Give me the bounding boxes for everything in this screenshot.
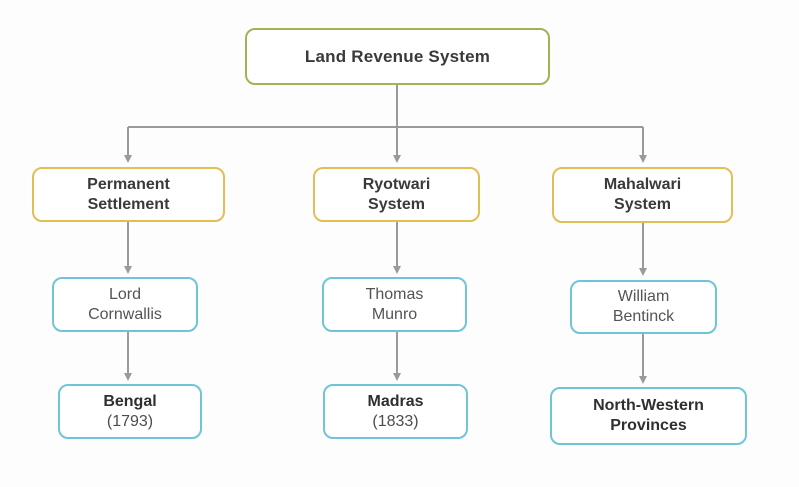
- node-lord-cornwallis: Lord Cornwallis: [52, 277, 198, 332]
- node-place-label: North-Western Provinces: [593, 397, 704, 434]
- node-label: Lord Cornwallis: [88, 285, 162, 323]
- node-label: Mahalwari System: [603, 176, 682, 213]
- node-ryotwari-system: Ryotwari System: [313, 167, 480, 222]
- node-label: Land Revenue System: [304, 46, 491, 66]
- node-year-label: (1793): [106, 412, 154, 430]
- node-label: Thomas Munro: [365, 285, 424, 323]
- node-william-bentinck: William Bentinck: [570, 280, 717, 334]
- node-thomas-munro: Thomas Munro: [322, 277, 467, 332]
- node-madras: Madras (1833): [323, 384, 468, 439]
- node-permanent-settlement: Permanent Settlement: [32, 167, 225, 222]
- node-label: William Bentinck: [612, 288, 675, 325]
- node-bengal: Bengal (1793): [58, 384, 202, 439]
- node-label: Permanent Settlement: [87, 175, 170, 213]
- node-land-revenue-system: Land Revenue System: [245, 28, 550, 85]
- node-year-label: (1833): [372, 412, 419, 430]
- node-place-label: Madras: [367, 392, 424, 410]
- node-mahalwari-system: Mahalwari System: [552, 167, 733, 223]
- node-label: Ryotwari System: [362, 175, 431, 213]
- node-north-western-provinces: North-Western Provinces: [550, 387, 747, 445]
- node-place-label: Bengal: [103, 392, 157, 410]
